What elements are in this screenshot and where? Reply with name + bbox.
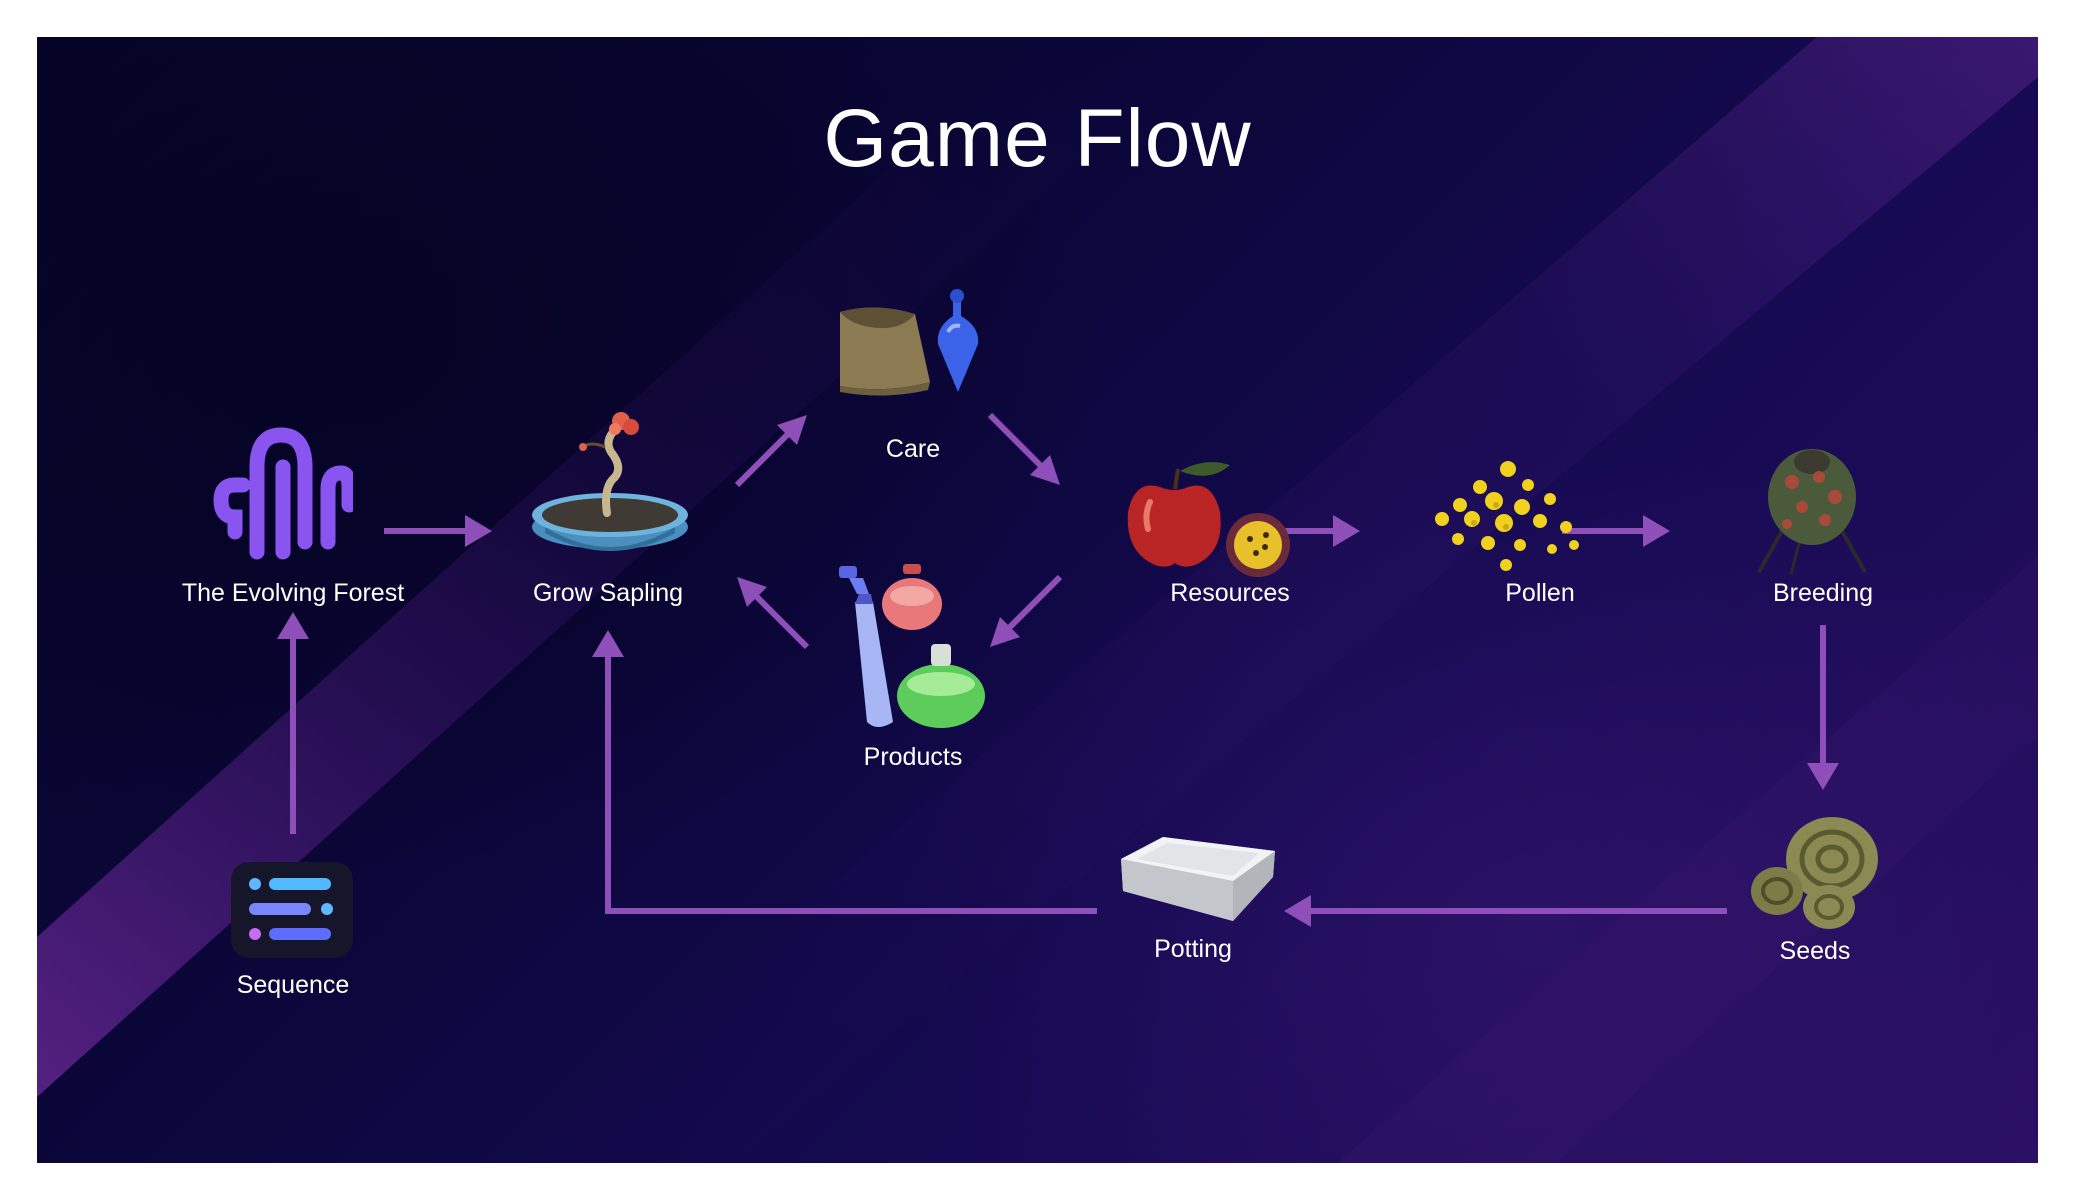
sprayer-and-flasks-icon [839, 564, 985, 728]
sequence-app-icon [231, 862, 353, 958]
sack-and-potion-icon [840, 289, 979, 396]
node-label-seeds: Seeds [1779, 937, 1851, 965]
apple-and-fruit-icon [1127, 462, 1290, 577]
arrow-care-to-resources [987, 412, 1060, 485]
node-label-grow-sapling: Grow Sapling [532, 579, 684, 607]
slide: Game Flow [37, 37, 2038, 1163]
node-label-breeding: Breeding [1772, 579, 1874, 607]
node-label-resources: Resources [1170, 579, 1290, 607]
arrow-products-to-sapling [737, 577, 810, 650]
flow-arrows [277, 412, 1839, 927]
arrow-sequence-to-forest [277, 612, 309, 834]
page-title: Game Flow [823, 93, 1252, 184]
arrow-forest-to-sapling [384, 515, 492, 547]
node-label-products: Products [863, 743, 963, 771]
arrow-pollen-to-breeding [1562, 515, 1670, 547]
node-label-pollen: Pollen [1505, 579, 1575, 607]
arrow-breeding-to-seeds [1807, 625, 1839, 790]
evolving-forest-logo-icon [213, 427, 353, 560]
node-label-sequence: Sequence [236, 971, 350, 999]
arrow-sapling-to-care [734, 415, 807, 488]
pollen-icon [1435, 461, 1579, 571]
arrow-resources-to-products [990, 574, 1063, 647]
arrow-seeds-to-potting [1284, 895, 1727, 927]
node-label-potting: Potting [1154, 935, 1232, 963]
seeds-icon [1751, 817, 1878, 929]
arrow-potting-to-sapling [592, 630, 1097, 914]
node-label-care: Care [885, 435, 941, 463]
breeding-pod-icon [1757, 449, 1867, 575]
bonsai-sapling-icon [532, 412, 688, 551]
node-label-evolving-forest: The Evolving Forest [181, 579, 405, 607]
potting-tray-icon [1121, 837, 1275, 921]
